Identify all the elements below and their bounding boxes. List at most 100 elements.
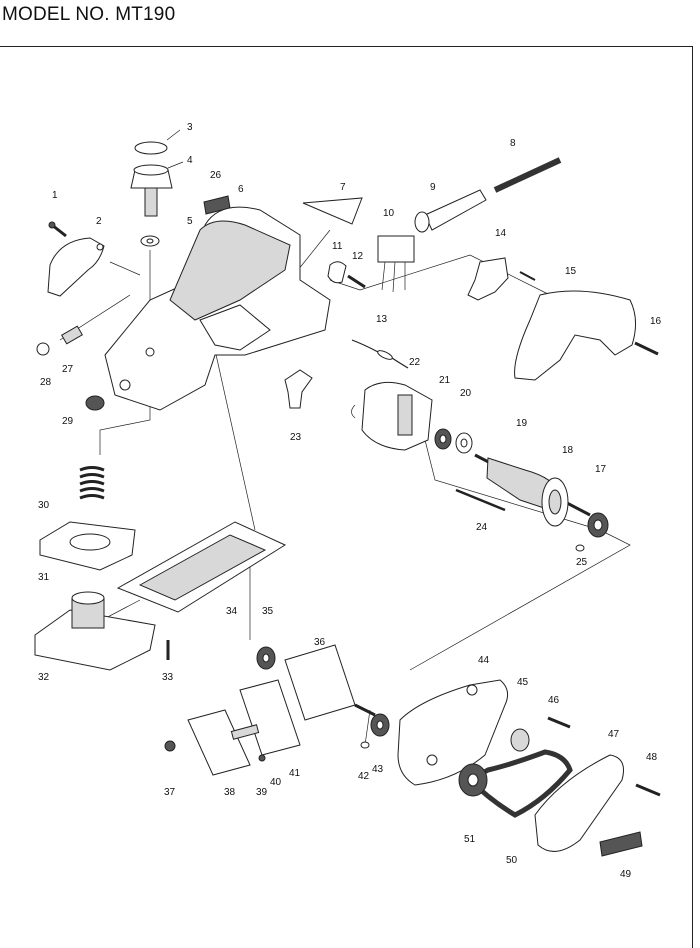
callout-19: 19 [516,418,528,429]
part-50-belt [465,749,573,818]
callout-39: 39 [256,787,268,798]
part-4-knob [130,161,184,217]
part-28-nut [36,342,50,356]
callout-13: 13 [376,314,388,325]
part-22-field [351,381,433,451]
callout-18: 18 [562,445,574,456]
part-1-screw [48,221,67,238]
callout-22: 22 [409,357,421,368]
part-18-fan [541,477,569,527]
callout-3: 3 [187,122,193,133]
callout-numbers: 1 2 3 4 5 6 7 8 9 10 11 12 13 14 15 16 1… [38,122,662,880]
part-36-drum [284,644,376,721]
part-35-bearing [256,646,276,670]
callout-11: 11 [332,241,343,252]
part-3-cap [134,129,181,155]
callout-35: 35 [262,606,274,617]
callout-4: 4 [187,155,193,166]
part-21-bearing [434,428,452,450]
callout-24: 24 [476,522,488,533]
callout-20: 20 [460,388,472,399]
part-39-screw [258,754,266,762]
part-5-washer [140,235,160,247]
callout-38: 38 [224,787,236,798]
callout-21: 21 [439,375,451,386]
part-11-cord-clamp [327,261,347,284]
part-23-holder [284,369,313,409]
callout-32: 32 [38,672,50,683]
part-42-ring [360,741,370,749]
part-37-bolt [164,740,176,752]
part-43-bearing [370,713,390,737]
part-51-pulley [458,763,488,797]
part-13-lead-wire [351,339,409,369]
callout-27: 27 [62,364,74,375]
callout-26: 26 [210,170,222,181]
callout-30: 30 [38,500,50,511]
callout-25: 25 [576,557,588,568]
callout-14: 14 [495,228,507,239]
part-17-bearing [587,512,609,538]
part-47-belt-cover [534,754,624,852]
part-15-handle [514,290,636,381]
callout-12: 12 [352,251,364,262]
callout-17: 17 [595,464,607,475]
callout-6: 6 [238,184,244,195]
part-29-knob [85,395,105,411]
part-9-cord-guard [414,189,487,233]
part-46-screw [547,716,571,729]
callout-15: 15 [565,266,577,277]
part-8-cord [493,157,562,193]
part-10-suppressor [377,235,415,293]
part-34-front-base [116,521,287,613]
part-24-screw [455,488,506,512]
part-41-blade [239,679,301,756]
callout-29: 29 [62,416,74,427]
callout-5: 5 [187,216,193,227]
callout-51: 51 [464,834,476,845]
callout-31: 31 [38,572,50,583]
callout-50: 50 [506,855,518,866]
callout-1: 1 [52,190,58,201]
callout-47: 47 [608,729,620,740]
callout-28: 28 [40,377,52,388]
part-25-ring [575,544,585,552]
callout-49: 49 [620,869,632,880]
callout-7: 7 [340,182,346,193]
callout-40: 40 [270,777,282,788]
part-40-plate [230,724,260,740]
callout-9: 9 [430,182,436,193]
part-20-bearing [455,432,473,454]
callout-45: 45 [517,677,529,688]
part-2-deflector [47,237,105,297]
part-44-gear-housing [397,679,509,786]
callout-37: 37 [164,787,176,798]
callout-33: 33 [162,672,174,683]
callout-34: 34 [226,606,238,617]
part-48-screw [635,783,661,797]
callout-16: 16 [650,316,662,327]
part-32-base [34,591,156,671]
callout-8: 8 [510,138,516,149]
callout-46: 46 [548,695,560,706]
part-6-housing [104,206,331,411]
part-31-pad [39,521,136,571]
callout-23: 23 [290,432,302,443]
callout-10: 10 [383,208,395,219]
part-49-label [599,831,643,857]
callout-41: 41 [289,768,301,779]
model-title: MODEL NO. MT190 [2,4,176,25]
callout-36: 36 [314,637,326,648]
part-16-screw [634,341,659,356]
part-7-label [302,197,363,225]
callout-2: 2 [96,216,102,227]
part-45-pulley [510,728,530,752]
part-14-switch [467,257,536,301]
diagram-frame [0,46,693,948]
part-38-set-plate [187,709,251,776]
part-12-screw [347,274,366,289]
part-30-spring [79,466,105,500]
callout-43: 43 [372,764,384,775]
callout-48: 48 [646,752,658,763]
